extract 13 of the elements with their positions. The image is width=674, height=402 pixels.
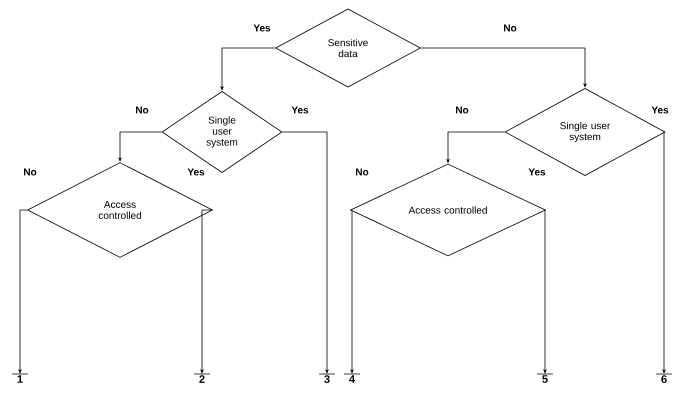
edge-label: No (354, 168, 370, 176)
edge-label: Yes (290, 106, 310, 114)
outcome-terminal: 2 (194, 374, 210, 383)
outcome-terminal: 4 (344, 374, 360, 383)
edge-label: No (502, 24, 518, 32)
edge-label: Yes (527, 168, 547, 176)
outcome-terminal: 1 (12, 374, 28, 383)
outcome-terminal: 6 (656, 374, 672, 383)
edge-label: No (134, 106, 150, 114)
outcome-terminal: 5 (536, 374, 554, 383)
outcome-terminal: 3 (318, 374, 336, 383)
edge-label: Yes (252, 24, 272, 32)
edge-label: No (454, 106, 470, 114)
